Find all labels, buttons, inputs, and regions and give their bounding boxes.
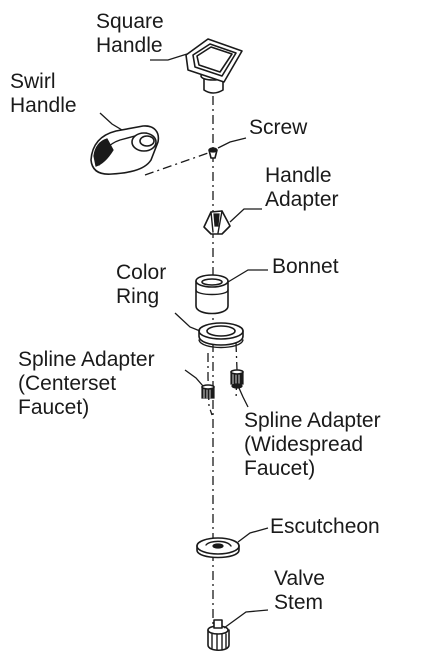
bonnet-leader xyxy=(227,269,268,283)
escutcheon-label: Escutcheon xyxy=(270,515,380,538)
color-ring-leader xyxy=(174,312,201,332)
square-handle-part xyxy=(185,38,243,94)
square-handle-label: Square Handle xyxy=(96,10,164,57)
spline-adapter-centerset-label: Spline Adapter (Centerset Faucet) xyxy=(18,348,155,419)
bonnet-label: Bonnet xyxy=(272,255,339,278)
spline-adapter-centerset-part xyxy=(201,384,215,399)
handle-adapter-label: Handle Adapter xyxy=(265,164,339,211)
square-handle-leader xyxy=(150,53,188,61)
centerset-adapter-axis xyxy=(207,353,213,416)
spline-adapter-widespread-label: Spline Adapter (Widespread Faucet) xyxy=(244,409,381,480)
spline-centerset-leader xyxy=(184,369,204,387)
handle-adapter-part xyxy=(203,210,231,235)
swirl-handle-label: Swirl Handle xyxy=(10,70,77,117)
bonnet-part xyxy=(195,274,229,315)
spline-widespread-leader xyxy=(238,387,249,408)
escutcheon-leader xyxy=(237,527,269,543)
swirl-handle-part xyxy=(90,125,160,175)
escutcheon-part xyxy=(196,537,240,559)
screw-leader xyxy=(217,137,247,149)
valve-stem-part xyxy=(207,619,230,652)
color-ring-part xyxy=(198,322,244,349)
screw-part xyxy=(208,147,218,159)
valve-stem-leader xyxy=(223,609,269,629)
swirl-handle-leader xyxy=(99,112,123,131)
screw-label: Screw xyxy=(249,116,308,139)
swirl-handle-axis xyxy=(144,151,212,176)
spline-adapter-widespread-part xyxy=(230,369,244,389)
valve-stem-label: Valve Stem xyxy=(274,567,325,614)
handle-adapter-leader xyxy=(229,208,262,223)
color-ring-label: Color Ring xyxy=(116,261,167,308)
